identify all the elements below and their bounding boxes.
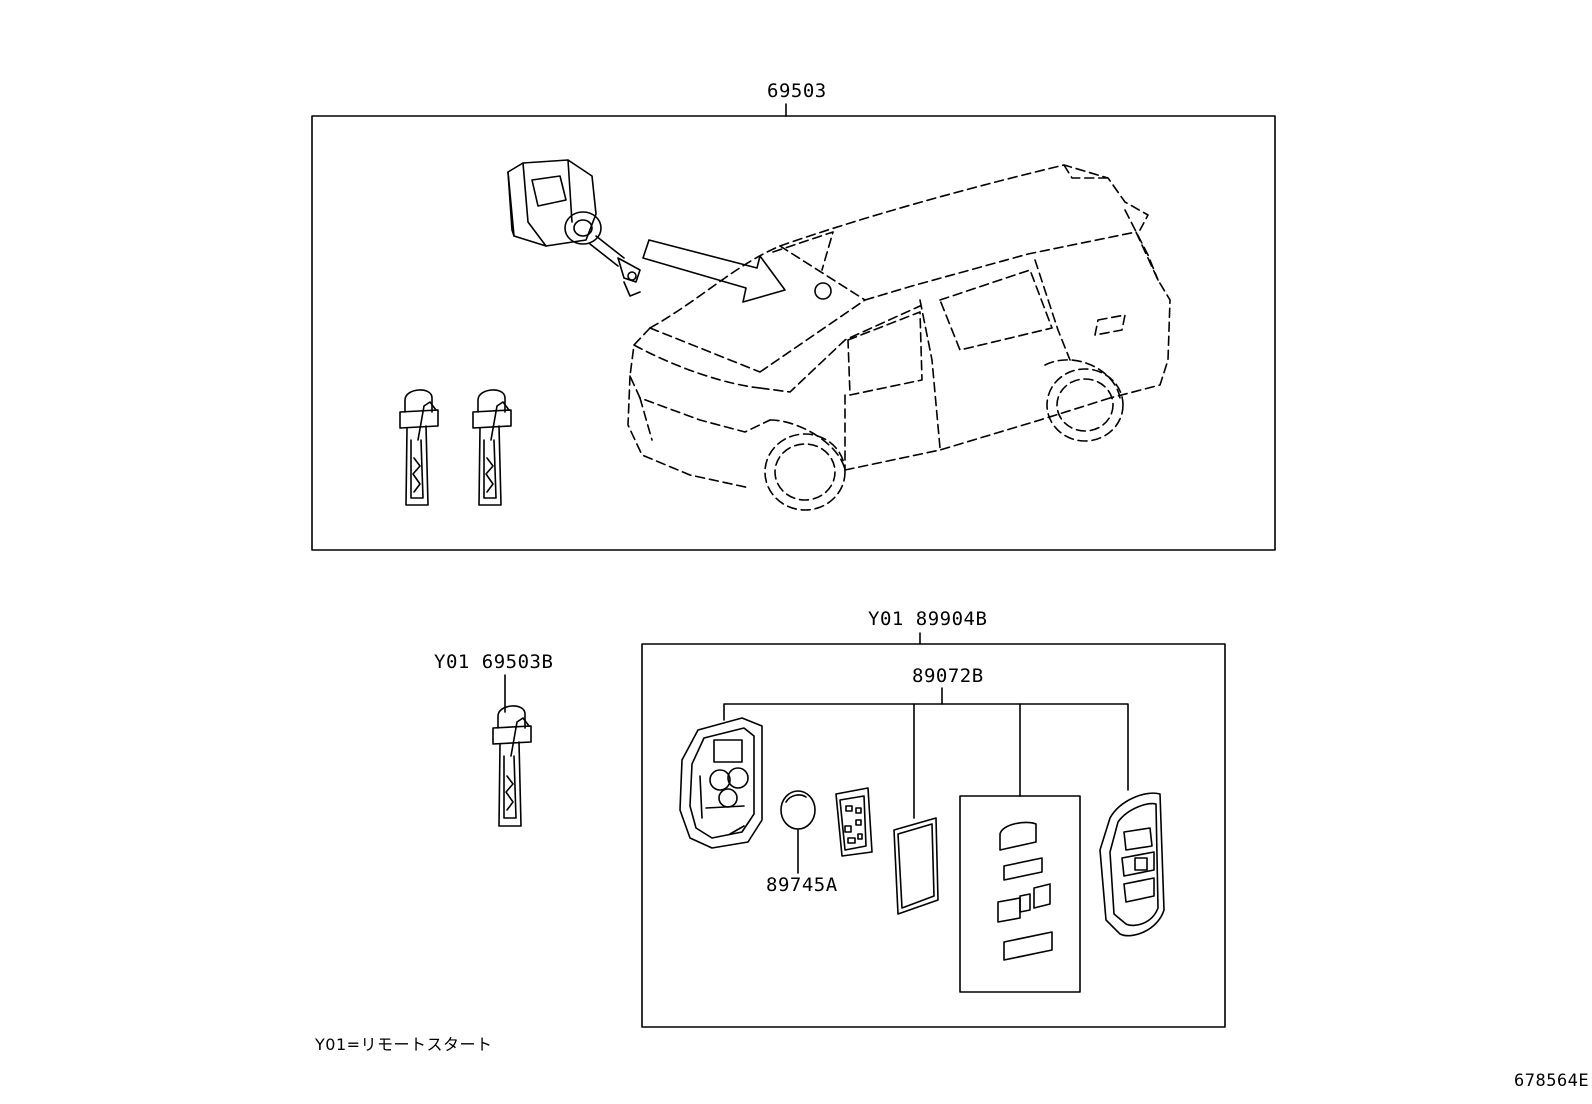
label-key-blank: Y01 69503B xyxy=(434,651,554,673)
transmitter-bracket xyxy=(723,703,1129,791)
label-main-assembly: 69503 xyxy=(767,80,827,102)
mechanical-key-icon xyxy=(492,705,532,827)
label-battery: 89745A xyxy=(766,874,838,896)
circuit-board-icon xyxy=(835,787,873,857)
minivan-icon xyxy=(627,164,1171,511)
mechanical-key-icon xyxy=(399,389,439,506)
location-arrow-icon xyxy=(642,239,786,303)
remote-kit-frame xyxy=(641,643,1226,1028)
coin-battery-icon xyxy=(780,790,816,830)
smart-key-cover-icon xyxy=(1099,792,1165,937)
mechanical-key-icon xyxy=(472,389,512,506)
footnote: Y01=リモートスタート xyxy=(315,1035,493,1054)
main-assembly-frame xyxy=(311,115,1276,551)
seal-gasket-icon xyxy=(893,817,939,915)
button-pads-frame xyxy=(959,795,1081,993)
label-remote-kit: Y01 89904B xyxy=(868,608,988,630)
button-pads-icon xyxy=(997,821,1053,961)
smart-key-case-icon xyxy=(679,717,763,849)
label-transmitter-assy: 89072B xyxy=(912,665,984,687)
ignition-lock-cylinder-icon xyxy=(507,159,641,297)
diagram-reference-number: 678564E xyxy=(1514,1071,1590,1091)
